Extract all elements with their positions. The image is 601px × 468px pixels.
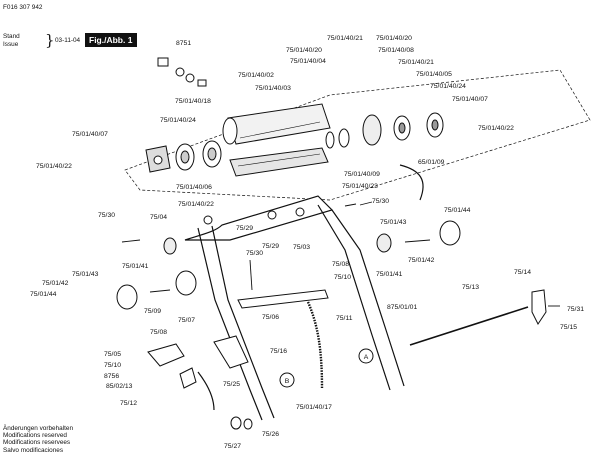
part-label: 75/01/40/06 xyxy=(176,184,212,191)
part-label: 75/30 xyxy=(246,250,263,257)
part-label: 75/01/40/02 xyxy=(238,72,274,79)
part-label: 75/16 xyxy=(270,348,287,355)
left-roller-wheels xyxy=(175,140,222,171)
top-hardware-8751 xyxy=(157,57,207,87)
part-label: 75/01/40/22 xyxy=(36,163,72,170)
part-label: 75/14 xyxy=(514,269,531,276)
callout-b-text: B xyxy=(285,378,290,385)
throttle-cable xyxy=(399,164,424,201)
bottom-hardware xyxy=(230,416,253,430)
part-label: 75/03 xyxy=(293,244,310,251)
part-label: 75/13 xyxy=(462,284,479,291)
part-label: 8751 xyxy=(176,40,191,47)
part-label: 75/27 xyxy=(224,443,241,450)
part-label: 85/02/13 xyxy=(106,383,133,390)
dashed-assembly-outline xyxy=(124,69,591,201)
part-label: 75/08 xyxy=(332,261,349,268)
handle-cross-bar xyxy=(237,289,329,309)
right-gear-stack xyxy=(325,112,444,149)
cable-spring xyxy=(306,301,324,389)
part-label: 75/01/40/08 xyxy=(378,47,414,54)
part-label: 65/01/09 xyxy=(418,159,445,166)
part-label: 75/01/41 xyxy=(122,263,149,270)
callout-circle-a: A xyxy=(358,348,374,364)
part-label: 75/01/40/22 xyxy=(478,125,514,132)
part-label: 75/05 xyxy=(104,351,121,358)
right-knob-assemblies xyxy=(376,220,461,253)
footer-note-de: Änderungen vorbehalten xyxy=(3,425,73,432)
part-label: 75/31 xyxy=(567,306,584,313)
part-label: 75/30 xyxy=(98,212,115,219)
part-label: 75/01/42 xyxy=(42,280,69,287)
part-label: 75/01/40/17 xyxy=(296,404,332,411)
part-label: 75/01/40/07 xyxy=(452,96,488,103)
part-label: 75/01/40/03 xyxy=(255,85,291,92)
handle-frame xyxy=(184,195,405,421)
part-label: 75/04 xyxy=(150,214,167,221)
part-label: 75/01/40/05 xyxy=(416,71,452,78)
part-label: 75/01/41 xyxy=(376,271,403,278)
roller-tube xyxy=(222,103,331,145)
part-number-labels: 8751 75/01/40/21 75/01/40/20 75/01/40/20 75/… xyxy=(30,35,584,450)
part-label: 75/01/40/21 xyxy=(327,35,363,42)
footer-note-fr: Modifications reservees xyxy=(3,439,71,447)
brake-lever-bracket xyxy=(147,335,249,389)
lever-75-14 xyxy=(531,289,547,325)
part-label: 75/01/42 xyxy=(408,257,435,264)
part-label: 75/01/40/07 xyxy=(72,131,108,138)
footer-notes: Änderungen vorbehalten Modifications res… xyxy=(3,425,73,454)
part-label: 75/11 xyxy=(336,315,353,322)
stand-label: Stand xyxy=(3,33,20,40)
issue-date: 03-11-04 xyxy=(55,37,81,44)
left-knob-assemblies xyxy=(116,237,197,310)
long-rod xyxy=(409,306,529,346)
footer-note-en: Modifications reserved xyxy=(3,432,67,440)
part-label: 75/29 xyxy=(262,243,279,250)
part-label: 75/26 xyxy=(262,431,279,438)
part-label: 75/25 xyxy=(223,381,240,388)
part-label: 75/01/40/04 xyxy=(290,58,326,65)
part-label: 75/06 xyxy=(262,314,279,321)
part-label: 75/10 xyxy=(104,362,121,369)
figure-label: Fig./Abb. 1 xyxy=(85,33,138,47)
part-label: 75/01/40/21 xyxy=(398,59,434,66)
part-label: 75/09 xyxy=(144,308,161,315)
washers-nuts xyxy=(203,207,305,225)
screws xyxy=(121,201,560,307)
part-label: 75/01/40/20 xyxy=(286,47,322,54)
part-label: 75/01/43 xyxy=(380,219,407,226)
brace-symbol: } xyxy=(45,31,55,49)
part-label: 75/10 xyxy=(334,274,351,281)
part-label: 75/01/43 xyxy=(72,271,99,278)
part-label: 75/01/40/20 xyxy=(376,35,412,42)
part-label: 75/29 xyxy=(236,225,253,232)
part-label: 75/08 xyxy=(150,329,167,336)
callout-a-text: A xyxy=(364,354,369,361)
part-label: 75/01/40/23 xyxy=(342,183,378,190)
lower-cable xyxy=(197,371,215,411)
document-number: F016 307 942 xyxy=(3,4,43,11)
parts-artwork: A B xyxy=(116,57,591,430)
part-label: 75/01/40/18 xyxy=(175,98,211,105)
part-label: 875/01/01 xyxy=(387,304,417,311)
part-label: 75/01/40/24 xyxy=(430,83,466,90)
part-label: 75/01/44 xyxy=(444,207,471,214)
cutter-channel xyxy=(229,147,329,177)
part-label: 75/12 xyxy=(120,400,137,407)
left-bearing-housing xyxy=(145,145,171,173)
part-label: 75/01/40/09 xyxy=(344,171,380,178)
part-label: 75/01/44 xyxy=(30,291,57,298)
part-label: 75/15 xyxy=(560,324,577,331)
part-label: 75/07 xyxy=(178,317,195,324)
footer-note-es: Salvo modificaciones xyxy=(3,446,64,454)
part-label: 75/01/40/24 xyxy=(160,117,196,124)
part-label: 8756 xyxy=(104,373,119,380)
part-label: 75/30 xyxy=(372,198,389,205)
part-label: 75/01/40/22 xyxy=(178,201,214,208)
issue-label: Issue xyxy=(3,41,19,48)
callout-circle-b: B xyxy=(279,372,295,388)
